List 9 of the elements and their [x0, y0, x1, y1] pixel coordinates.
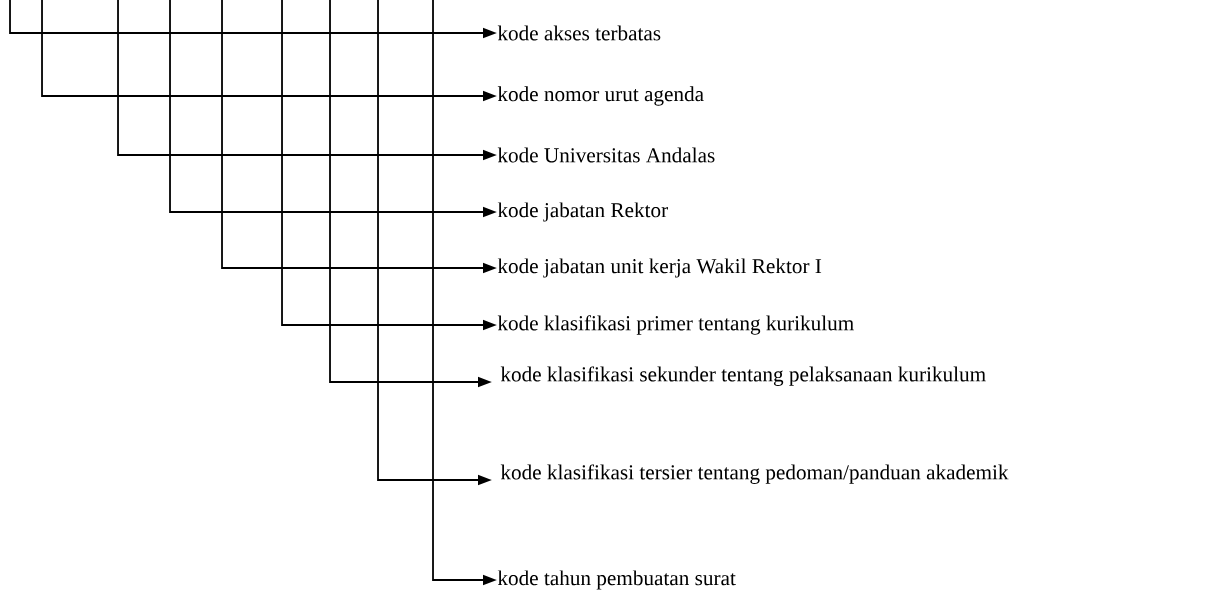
code-description: kode Universitas Andalas	[497, 147, 715, 163]
code-description: kode nomor urut agenda	[497, 86, 704, 106]
code-description: kode klasifikasi primer tentang kurikulum	[497, 315, 854, 335]
code-description: kode klasifikasi sekunder tentang pelaksanaan kurikulum	[500, 366, 986, 386]
code-description: kode klasifikasi tersier tentang pedoman/panduan akademik	[500, 464, 1009, 484]
code-description: kode akses terbatas	[497, 25, 661, 41]
code-description: kode jabatan Rektor	[497, 202, 668, 222]
code-description: kode tahun pembuatan surat	[497, 570, 736, 590]
code-description: kode jabatan unit kerja Wakil Rektor I	[497, 258, 822, 278]
